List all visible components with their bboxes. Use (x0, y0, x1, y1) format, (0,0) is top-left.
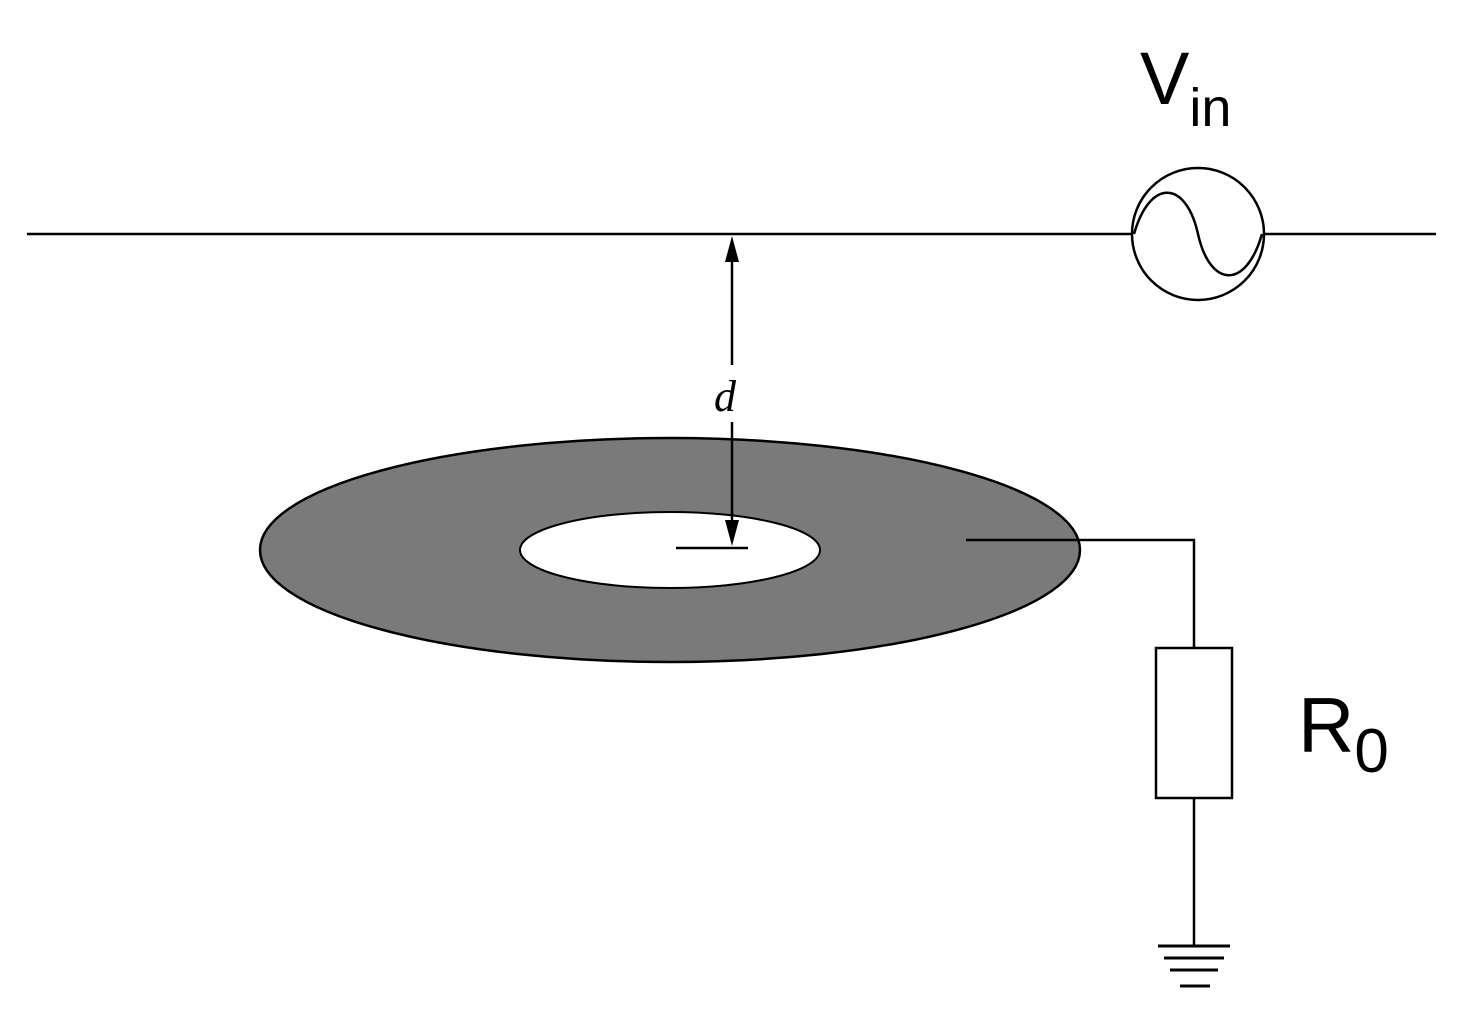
source-label: Vin (1140, 37, 1231, 138)
disk-inner-hole (519, 511, 821, 589)
ground-icon (1158, 944, 1230, 988)
source-label-main: V (1140, 37, 1190, 120)
disk-electrode (258, 436, 1082, 664)
source-label-sub: in (1189, 78, 1231, 138)
resistor-label-main: R (1298, 681, 1354, 769)
resistor-label: R0 (1298, 681, 1389, 786)
ac-source-icon (1130, 166, 1266, 302)
lead-wire (966, 538, 1196, 648)
distance-label: d (714, 372, 737, 421)
resistor-label-sub: 0 (1354, 717, 1388, 786)
resistor-icon (1154, 646, 1234, 800)
distance-arrow (676, 236, 748, 550)
